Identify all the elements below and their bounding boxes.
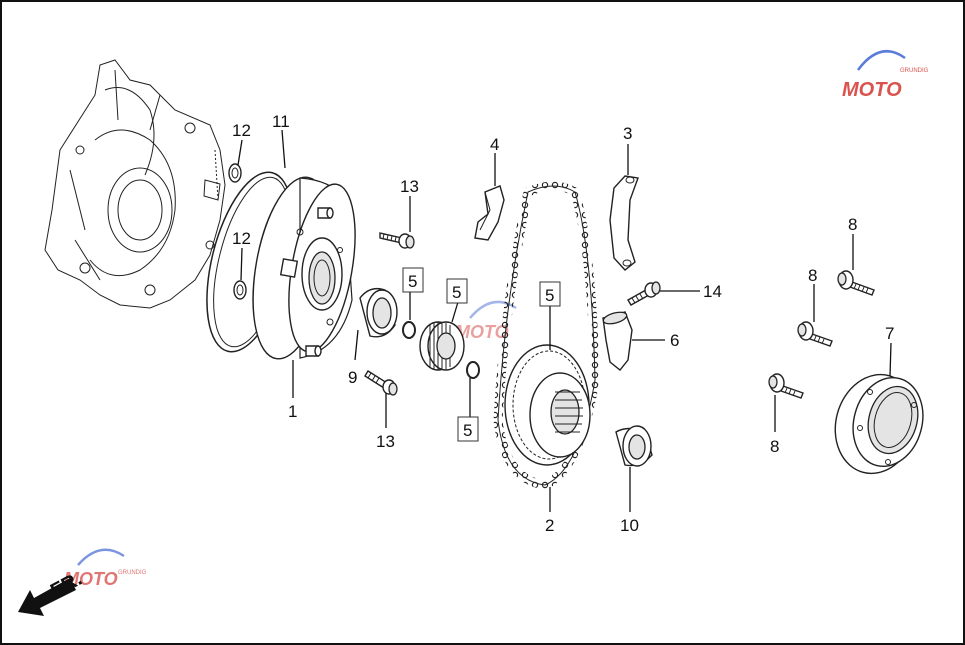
part-14-bolt (627, 281, 661, 306)
part-9-bushing (359, 287, 398, 338)
part-5-snap-ring-2 (466, 361, 480, 379)
callout-13-upper: 13 (400, 177, 419, 196)
part-4-chain-guide (474, 185, 505, 241)
part-5-snap-ring-1 (402, 321, 416, 339)
callout-5-a: 5 (408, 272, 417, 291)
part-6-tensioner-shoe (602, 311, 633, 371)
part-10-bushing (615, 425, 653, 467)
callout-2: 2 (545, 516, 554, 535)
callout-5-d: 5 (463, 421, 472, 440)
part-12-o-ring-lower (233, 280, 247, 300)
callout-4: 4 (490, 135, 499, 154)
part-12-o-ring-upper (228, 163, 242, 183)
front-direction-arrow: FR. (18, 568, 86, 616)
watermark-text: MOTO (455, 322, 509, 342)
callout-12-lower: 12 (232, 229, 251, 248)
part-2-chain-sprocket (493, 181, 600, 490)
callout-labels: 11 12 12 1 13 13 9 5 5 5 5 4 3 14 6 2 10… (232, 112, 894, 535)
callout-box-5a (402, 267, 424, 293)
watermark-text: MOTO (842, 79, 902, 101)
callout-13-lower: 13 (376, 432, 395, 451)
part-1-cover (252, 176, 356, 360)
callout-box-5d (457, 416, 479, 442)
callout-6: 6 (670, 331, 679, 350)
part-8-bolt-upper (837, 270, 875, 296)
crankcase-housing (44, 59, 226, 309)
callout-14: 14 (703, 282, 722, 301)
watermark-subtext: GRUNDIG (900, 68, 929, 74)
leader-lines (237, 129, 892, 512)
callout-8-middle: 8 (808, 266, 817, 285)
callout-8-lower: 8 (770, 437, 779, 456)
callout-8-upper: 8 (848, 215, 857, 234)
part-13-bolt-upper (379, 232, 415, 249)
part-5-needle-bearing (419, 321, 465, 371)
part-8-bolt-lower (768, 373, 804, 399)
callout-7: 7 (885, 324, 894, 343)
callout-9: 9 (348, 368, 357, 387)
part-7-starter-ring (834, 373, 924, 475)
part-8-bolt-middle (797, 321, 833, 347)
callout-5-b: 5 (452, 283, 461, 302)
callout-3: 3 (623, 124, 632, 143)
watermark-text: MOTO (64, 569, 118, 589)
part-3-tensioner-blade (609, 175, 639, 271)
callout-1: 1 (288, 402, 297, 421)
watermark-subtext: GRUNDIG (118, 570, 147, 576)
callout-10: 10 (620, 516, 639, 535)
callout-box-5c (539, 281, 561, 307)
callout-11: 11 (272, 112, 290, 131)
callout-box-5b (446, 278, 468, 304)
watermark-logo-top: MOTO GRUNDIG (842, 50, 929, 101)
part-13-bolt-lower (364, 370, 398, 396)
callout-12-upper: 12 (232, 121, 251, 140)
watermark-logo-bottom: MOTO GRUNDIG (64, 548, 147, 589)
callout-5-c: 5 (545, 286, 554, 305)
